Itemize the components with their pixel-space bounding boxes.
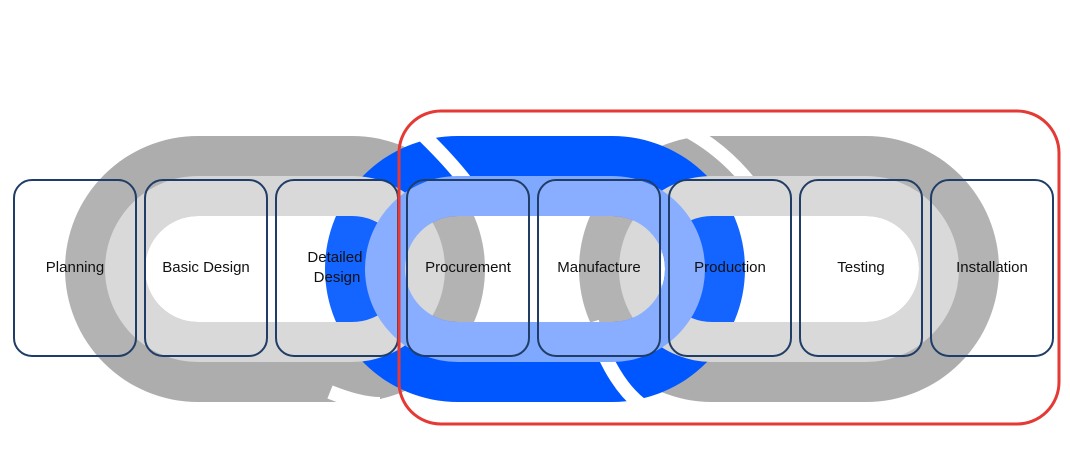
stage-box-procurement [406, 179, 530, 357]
stage-label-planning: Planning [46, 259, 104, 276]
stage-labels: Planning Basic Design Detailed Design Pr… [46, 249, 1028, 286]
chain-gap [327, 385, 381, 411]
chain-link-middle-light [365, 176, 705, 362]
stage-label-installation: Installation [956, 259, 1028, 276]
stage-label-testing: Testing [837, 259, 885, 276]
stage-box-installation [930, 179, 1054, 357]
highlight-outline [397, 109, 1061, 426]
stage-label-detailed-design: Detailed Design [307, 249, 366, 286]
stage-box-basic-design [144, 179, 268, 357]
stage-box-planning [13, 179, 137, 357]
chain-link-right-light [619, 176, 959, 362]
stage-box-testing [799, 179, 923, 357]
stage-box-manufacture [537, 179, 661, 357]
stage-label-procurement: Procurement [425, 259, 512, 276]
chain-links [65, 125, 999, 411]
stage-boxes [13, 179, 1054, 357]
stage-label-manufacture: Manufacture [557, 259, 640, 276]
stage-box-production [668, 179, 792, 357]
stage-label-production: Production [694, 259, 766, 276]
stage-label-basic-design: Basic Design [162, 259, 250, 276]
